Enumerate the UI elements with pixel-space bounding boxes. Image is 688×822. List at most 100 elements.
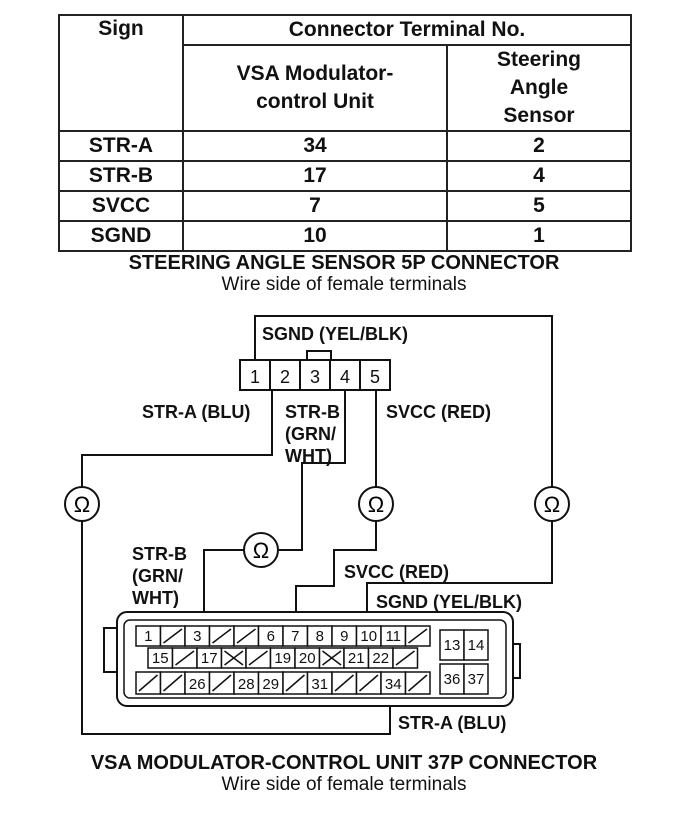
wire-sgnd-lower xyxy=(366,521,553,628)
vsa-pin-label: 7 xyxy=(291,628,299,645)
row-sign: SVCC xyxy=(58,190,184,222)
vsa-pin-label: 15 xyxy=(152,650,169,667)
row-vsa: 17 xyxy=(182,160,448,192)
vsa-pin-cell xyxy=(355,671,382,695)
vsa-pin-label: 11 xyxy=(385,628,401,645)
sensor-connector-subtitle: Wire side of female terminals xyxy=(221,274,467,295)
vsa-pin-label: 3 xyxy=(193,628,201,645)
vsa-pin-label: 28 xyxy=(238,676,255,693)
header-connector-terminal: Connector Terminal No. xyxy=(182,14,632,46)
vsa-pin-label: 1 xyxy=(144,628,152,645)
row-vsa: 7 xyxy=(182,190,448,222)
vsa-pin-cell xyxy=(220,647,247,669)
table-row: STR-B 17 4 xyxy=(58,160,632,192)
vsa-pin-label: 17 xyxy=(201,650,218,667)
vsa-pin-cell: 21 xyxy=(343,647,370,669)
vsa-pin-cell: 36 xyxy=(439,663,465,695)
vsa-pin-cell: 13 xyxy=(439,629,465,661)
vsa-pin-cell: 34 xyxy=(380,671,407,695)
ohmmeter-left: Ω xyxy=(64,486,100,522)
header-sign: Sign xyxy=(58,14,184,132)
vsa-pin-cell xyxy=(404,625,431,647)
vsa-pin-label: 14 xyxy=(468,637,485,654)
label-strb-left-2: (GRN/ xyxy=(132,566,183,586)
vsa-pin-cell: 29 xyxy=(257,671,284,695)
vsa-pin-label: 29 xyxy=(262,676,279,693)
vsa-pin-cell: 14 xyxy=(463,629,489,661)
vsa-pin-cell xyxy=(159,625,186,647)
row-sensor: 2 xyxy=(446,130,632,162)
vsa-pin-cell xyxy=(233,625,260,647)
row-vsa: 10 xyxy=(182,220,448,252)
wire-stra-lower xyxy=(81,521,391,735)
vsa-pin-cell: 20 xyxy=(294,647,321,669)
vsa-pin-cell xyxy=(282,671,309,695)
vsa-pin-cell: 28 xyxy=(233,671,260,695)
row-vsa: 34 xyxy=(182,130,448,162)
sensor-pin: 1 xyxy=(250,367,260,387)
row-sign: SGND xyxy=(58,220,184,252)
vsa-connector-subtitle: Wire side of female terminals xyxy=(221,774,467,795)
label-strb-left-1: STR-B xyxy=(132,544,187,564)
sensor-connector-title: STEERING ANGLE SENSOR 5P CONNECTOR xyxy=(128,252,560,274)
ohmmeter-right: Ω xyxy=(534,486,570,522)
vsa-pin-cell: 8 xyxy=(306,625,333,647)
wire-sgnd-upper xyxy=(254,315,553,487)
label-stra-top: STR-A (BLU) xyxy=(142,402,250,422)
row-sensor: 5 xyxy=(446,190,632,222)
vsa-pin-cell: 17 xyxy=(196,647,223,669)
vsa-connector-title: VSA MODULATOR-CONTROL UNIT 37P CONNECTOR xyxy=(90,752,598,774)
vsa-pin-label: 31 xyxy=(311,676,328,693)
vsa-pin-label: 19 xyxy=(274,650,291,667)
vsa-pin-cell xyxy=(245,647,272,669)
connector-latch xyxy=(306,350,332,361)
row-sign: STR-B xyxy=(58,160,184,192)
vsa-pin-cell: 1 xyxy=(135,625,162,647)
vsa-pin-cell: 31 xyxy=(306,671,333,695)
row-sensor: 1 xyxy=(446,220,632,252)
vsa-pin-label: 22 xyxy=(372,650,389,667)
vsa-pin-cell xyxy=(208,671,235,695)
vsa-pin-cell: 6 xyxy=(257,625,284,647)
row-sensor: 4 xyxy=(446,160,632,192)
vsa-pin-cell: 10 xyxy=(355,625,382,647)
vsa-pin-label: 36 xyxy=(444,671,461,688)
ohm-icon: Ω xyxy=(368,492,384,517)
vsa-pin-cell xyxy=(404,671,431,695)
vsa-pin-label: 8 xyxy=(316,628,324,645)
vsa-pin-cell: 26 xyxy=(184,671,211,695)
vsa-pin-cell xyxy=(331,671,358,695)
label-sgnd-bottom: SGND (YEL/BLK) xyxy=(376,592,522,612)
vsa-pin-label: 13 xyxy=(444,637,461,654)
header-vsa: VSA Modulator-control Unit xyxy=(182,44,448,132)
vsa-pin-cell: 9 xyxy=(331,625,358,647)
vsa-pin-label: 6 xyxy=(267,628,275,645)
table-row: SGND 10 1 xyxy=(58,220,632,252)
sensor-5p-connector: 1 2 3 4 5 xyxy=(239,350,391,391)
header-sensor: Steering Angle Sensor xyxy=(446,44,632,132)
vsa-pin-cell: 22 xyxy=(367,647,394,669)
connector-body xyxy=(239,359,391,391)
label-stra-bottom: STR-A (BLU) xyxy=(398,713,506,733)
ohmmeter-strb: Ω xyxy=(243,532,279,568)
sensor-pin: 2 xyxy=(280,367,290,387)
wire-svcc-lower xyxy=(295,521,377,628)
connector-terminal-table: Sign Connector Terminal No. VSA Modulato… xyxy=(58,14,632,252)
vsa-pin-cell: 19 xyxy=(269,647,296,669)
table-row: SVCC 7 5 xyxy=(58,190,632,222)
vsa-pin-label: 9 xyxy=(340,628,348,645)
sensor-pin: 5 xyxy=(370,367,380,387)
label-strb-top-1: STR-B xyxy=(285,402,340,422)
vsa-pin-cell: 3 xyxy=(184,625,211,647)
vsa-pin-cell xyxy=(208,625,235,647)
ohm-icon: Ω xyxy=(544,492,560,517)
ohmmeter-middle: Ω xyxy=(358,486,394,522)
row-sign: STR-A xyxy=(58,130,184,162)
vsa-pin-cell xyxy=(392,647,419,669)
vsa-pin-cell: 15 xyxy=(147,647,174,669)
ohm-icon: Ω xyxy=(253,538,269,563)
vsa-pin-cell xyxy=(318,647,345,669)
